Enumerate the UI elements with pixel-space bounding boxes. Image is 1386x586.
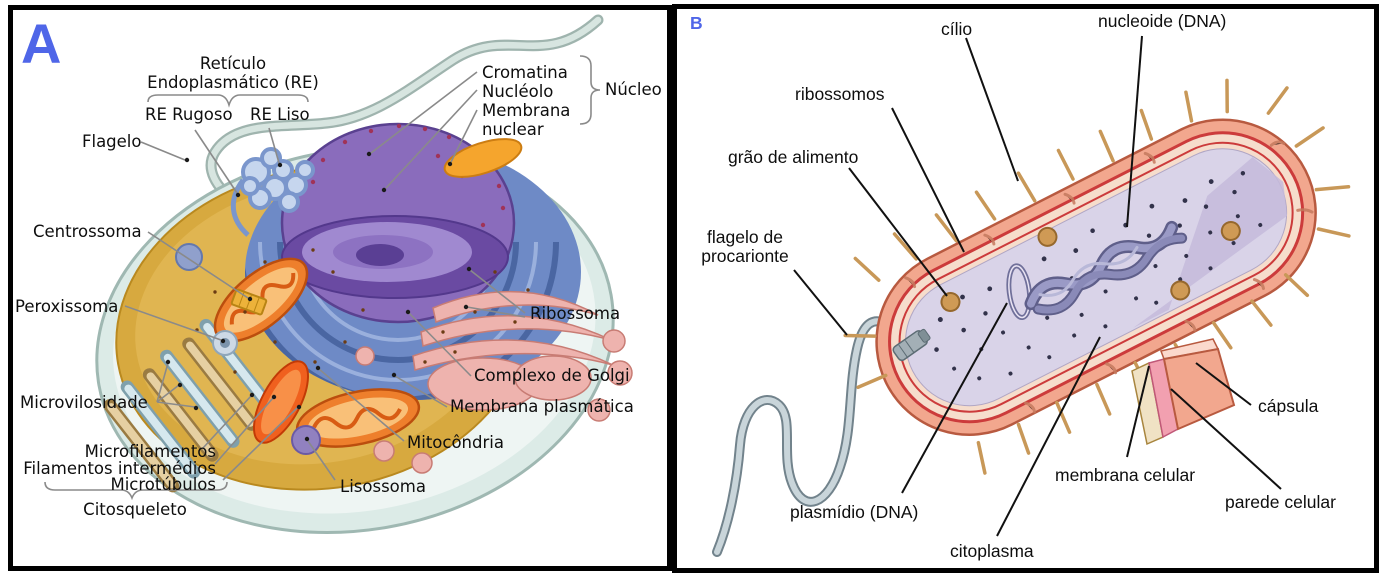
label-re-rugoso: RE Rugoso <box>145 105 233 124</box>
label-citoesqueleto-itens: Microfilamentos Filamentos intermédios M… <box>13 442 216 494</box>
food-granules <box>940 221 1241 313</box>
flagellum-b-icon <box>712 316 918 557</box>
label-membrana-nuclear: Membrana nuclear <box>482 101 570 139</box>
label-peroxissoma: Peroxissoma <box>15 297 119 316</box>
label-nucleolo: Nucléolo <box>482 82 554 101</box>
leader-dots-a <box>165 151 472 442</box>
flagellum-motor <box>892 328 931 362</box>
mitochondrion-lower <box>295 388 421 448</box>
label-microtubulos: Microtúbulos <box>110 475 216 494</box>
label-membrana-celular: membrana celular <box>1055 465 1196 485</box>
label-flagelo: Flagelo <box>82 132 142 151</box>
label-flagelo-procarionte: flagelo de procarionte <box>687 228 803 266</box>
rough-er-cluster <box>230 147 315 237</box>
label-citosqueleto: Citosqueleto <box>83 500 187 519</box>
label-nucleoide: nucleoide (DNA) <box>1098 11 1227 31</box>
vesicle-icon <box>175 243 203 271</box>
cell-membrane-layer <box>898 141 1294 413</box>
label-lisossoma: Lisossoma <box>340 477 426 496</box>
panel-b: B cílio nucleoide (DNA) ribossomos grão … <box>672 4 1379 573</box>
re-underbrace <box>147 94 309 108</box>
cytoplasm-floor <box>1133 157 1288 328</box>
leader-lines-b <box>793 35 1282 537</box>
panel-a: A Retículo Endoplasmático (RE) RE Rugoso… <box>8 5 672 571</box>
label-line: Retículo <box>199 54 267 73</box>
label-membrana-plasmatica: Membrana plasmática <box>450 397 634 416</box>
label-cilio: cílio <box>941 19 973 39</box>
label-complexo-golgi: Complexo de Golgi <box>474 366 630 385</box>
label-mitocondria: Mitocôndria <box>407 433 504 452</box>
label-re-liso: RE Liso <box>250 105 310 124</box>
label-microfilamentos: Microfilamentos <box>84 442 216 461</box>
label-cromatina: Cromatina <box>482 63 568 82</box>
lipid-body <box>443 138 523 178</box>
label-nucleo: Núcleo <box>605 80 662 99</box>
citosqueleto-underbrace <box>44 481 228 501</box>
flagellum-a-icon <box>205 14 604 208</box>
label-line: procarionte <box>701 246 789 266</box>
label-ribossoma: Ribossoma <box>530 304 621 323</box>
label-grao-de-alimento: grão de alimento <box>728 147 859 167</box>
label-microvilosidade: Microvilosidade <box>20 393 148 412</box>
label-reticulo-endoplasmatico: Retículo Endoplasmático (RE) <box>133 54 333 92</box>
cell-wall-section <box>1131 338 1236 446</box>
ribosome-dots-b <box>934 171 1263 381</box>
surface-pili <box>904 140 1314 414</box>
label-ribossomos: ribossomos <box>795 84 885 104</box>
nucleo-brace <box>579 55 601 125</box>
ribosome-dots-a <box>195 248 530 374</box>
label-centrossoma: Centrossoma <box>33 222 142 241</box>
label-line: Membrana <box>482 101 571 120</box>
braces-a <box>44 55 601 501</box>
red-organelle <box>253 360 309 444</box>
label-filamentos-intermedios: Filamentos intermédios <box>23 458 216 478</box>
leader-lines-a <box>124 71 526 481</box>
panel-b-letter: B <box>690 13 703 33</box>
label-citoplasma: citoplasma <box>950 541 1034 561</box>
bacterium-body <box>843 78 1351 475</box>
bacterium-illustration <box>712 35 1351 557</box>
label-line: flagelo de <box>707 227 783 247</box>
label-line: nuclear <box>482 120 544 139</box>
label-line: Endoplasmático (RE) <box>147 73 319 92</box>
nucleoid-dna <box>1024 220 1188 316</box>
label-plasmidio: plasmídio (DNA) <box>790 502 919 522</box>
animal-cell-illustration <box>44 14 633 534</box>
label-capsula: cápsula <box>1258 396 1319 416</box>
label-parede-celular: parede celular <box>1225 492 1336 512</box>
golgi-complex <box>355 290 633 474</box>
nucleolus <box>356 244 404 266</box>
panel-a-letter: A <box>21 12 62 75</box>
plasmid-loop <box>1006 263 1033 321</box>
